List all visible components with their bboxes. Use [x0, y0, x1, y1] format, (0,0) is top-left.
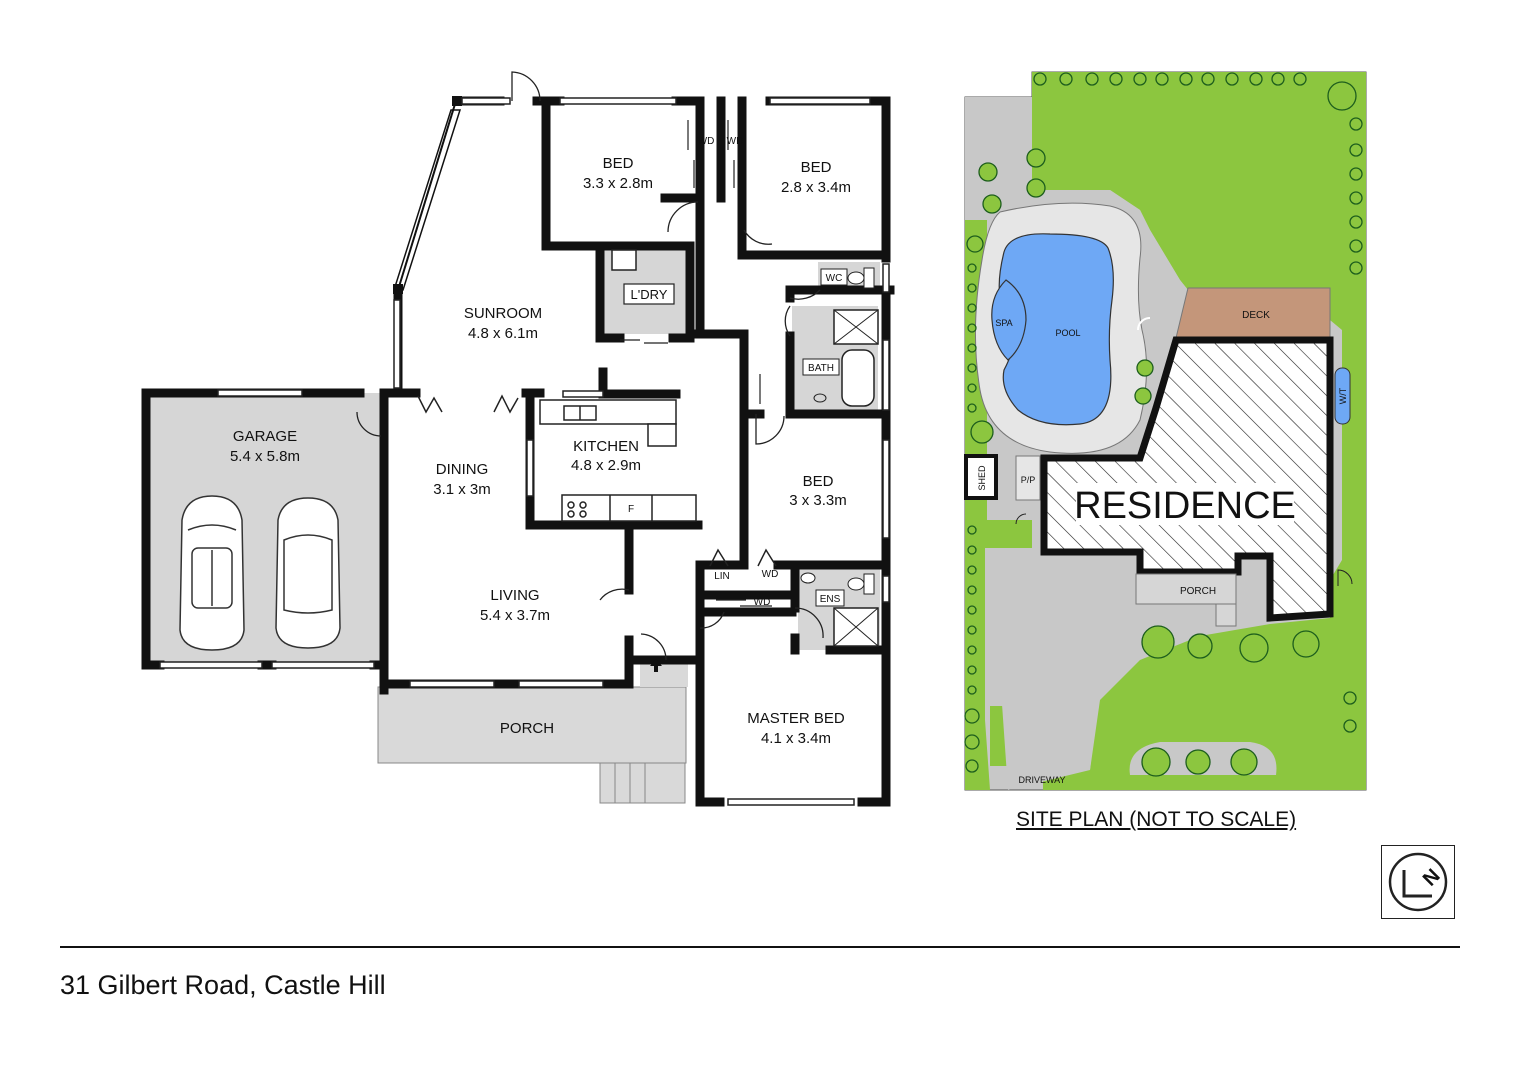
windows	[159, 97, 890, 806]
room-label-bed2: BED	[801, 159, 832, 176]
room-size-bed1: 3.3 x 2.8m	[583, 175, 653, 192]
room-label-bed1: BED	[603, 155, 634, 172]
car-convertible-icon	[179, 495, 245, 651]
site-porch	[1135, 573, 1237, 605]
entry-arrow-icon	[650, 659, 662, 672]
door-swings	[356, 71, 824, 661]
lin-label: LIN	[714, 571, 730, 582]
site-plan-title: SITE PLAN (NOT TO SCALE)	[1016, 808, 1297, 831]
room-size-garage: 5.4 x 5.8m	[230, 448, 300, 465]
north-arrow-icon	[1388, 852, 1448, 912]
shed-label: SHED	[977, 465, 987, 491]
room-label-kitchen: KITCHEN	[573, 438, 639, 455]
footer-divider	[60, 946, 1460, 948]
spa	[991, 279, 1027, 361]
bifold-doors	[417, 394, 777, 567]
water-tank	[1334, 367, 1351, 425]
compass-box	[1381, 845, 1455, 919]
room-size-bed3: 3 x 3.3m	[789, 492, 847, 509]
porch-area	[377, 686, 687, 764]
laundry-label: L'DRY	[631, 287, 668, 302]
residence-footprint	[1040, 336, 1334, 622]
slide-arrows	[644, 120, 772, 607]
porch-label: PORCH	[500, 720, 554, 737]
pool-label: POOL	[1055, 328, 1080, 338]
car-hatchback-icon	[275, 497, 341, 649]
room-label-living: LIVING	[490, 587, 539, 604]
residence-label: RESIDENCE	[1074, 485, 1296, 527]
room-size-sunroom: 4.8 x 6.1m	[468, 325, 538, 342]
water-tank-label: W/T	[1338, 387, 1348, 404]
lawn	[1032, 72, 1366, 790]
wd-label-3: WD	[762, 569, 779, 580]
room-size-dining: 3.1 x 3m	[433, 481, 491, 498]
deck-label: DECK	[1242, 310, 1270, 321]
wd-label-2: WD	[727, 136, 744, 147]
site-porch-label: PORCH	[1180, 586, 1216, 597]
driveway-label: DRIVEWAY	[1018, 775, 1065, 785]
room-label-bed3: BED	[803, 473, 834, 490]
room-label-dining: DINING	[436, 461, 489, 478]
laundry-tub	[611, 249, 637, 271]
porch-steps	[599, 762, 686, 804]
wc-label: WC	[826, 273, 843, 284]
room-size-living: 5.4 x 3.7m	[480, 607, 550, 624]
fridge-label: F	[628, 504, 634, 515]
wd-label-1: WD	[698, 136, 715, 147]
room-label-garage: GARAGE	[233, 428, 297, 445]
wd-label-4: WD	[754, 597, 771, 608]
room-label-master: MASTER BED	[747, 710, 845, 727]
room-size-master: 4.1 x 3.4m	[761, 730, 831, 747]
site-plan	[964, 71, 1367, 791]
ens-label: ENS	[820, 594, 841, 605]
kitchen-benches	[539, 399, 697, 522]
property-address: 31 Gilbert Road, Castle Hill	[60, 970, 386, 1000]
sunroom-angled-window	[392, 109, 462, 291]
room-label-sunroom: SUNROOM	[464, 305, 542, 322]
shed	[964, 454, 998, 500]
driveway-area	[985, 548, 1140, 790]
pp-label: P/P	[1021, 475, 1036, 485]
bathtub	[841, 349, 875, 407]
room-size-bed2: 2.8 x 3.4m	[781, 179, 851, 196]
room-size-kitchen: 4.8 x 2.9m	[571, 457, 641, 474]
bath-label: BATH	[808, 363, 834, 374]
spa-label: SPA	[995, 318, 1012, 328]
